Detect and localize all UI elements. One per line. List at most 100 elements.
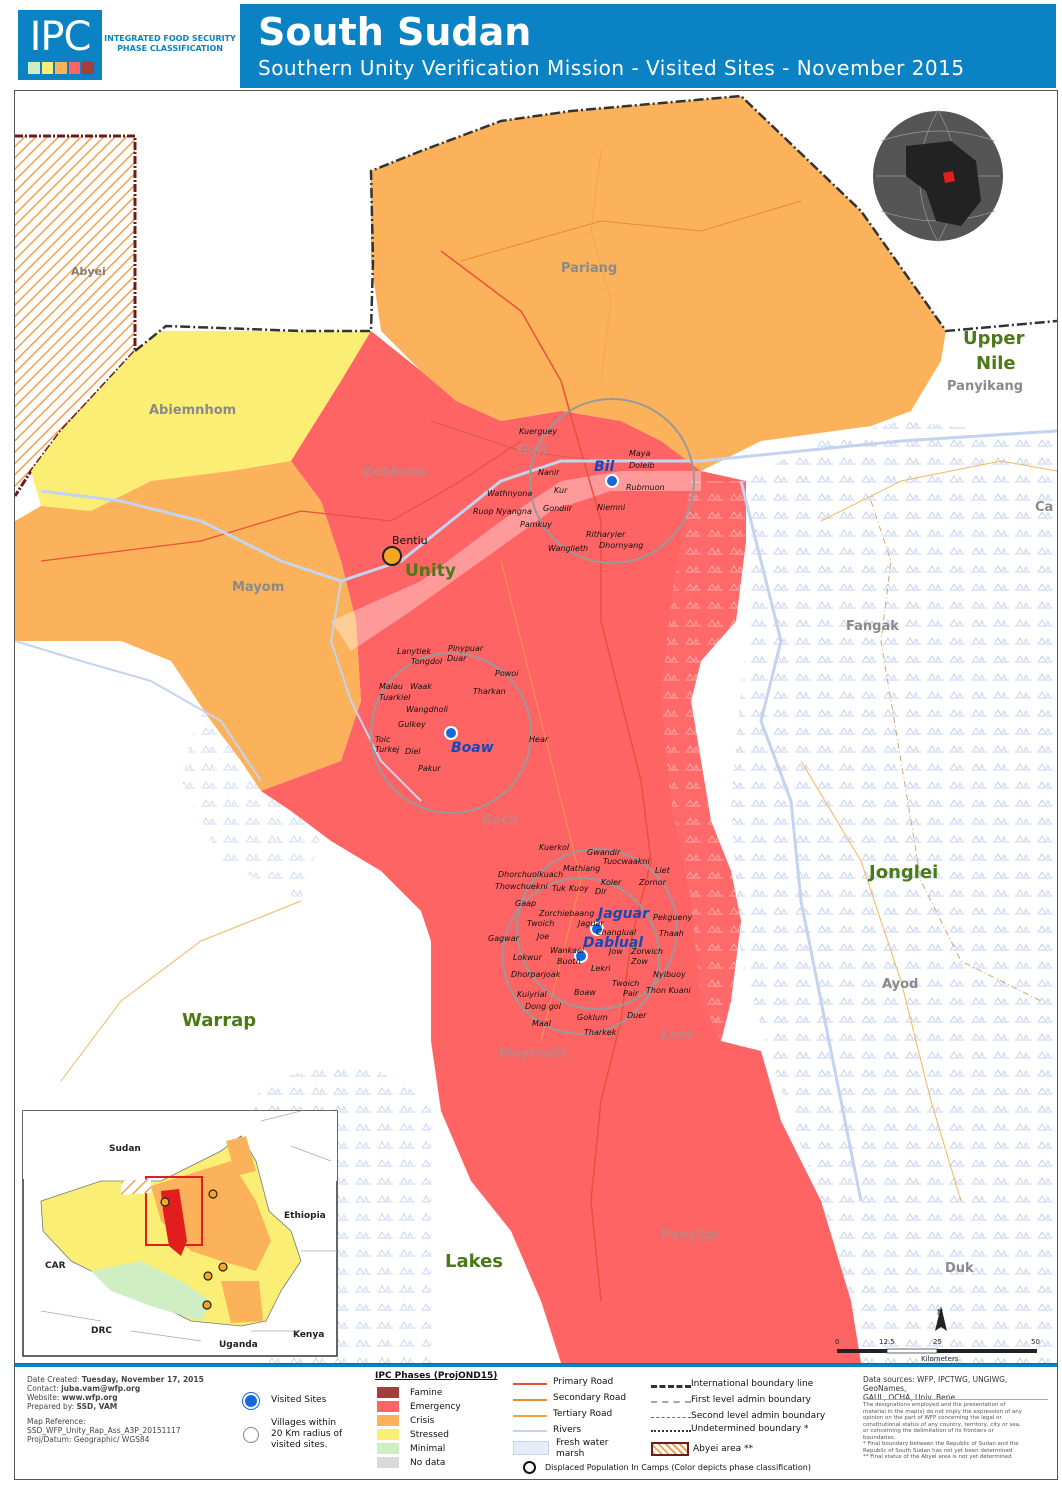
legend-second-admin-line (651, 1417, 691, 1418)
legend-abyei-swatch (651, 1442, 689, 1456)
village-label: Duar (447, 654, 467, 663)
legend-disclaimer: The designations employed and the presen… (863, 1402, 1053, 1461)
county-pariang (371, 96, 946, 471)
label-upper-nile-1: Upper (963, 328, 1025, 349)
village-label: Maya (629, 449, 651, 458)
village-label: Niemni (597, 503, 626, 512)
radius-jaguar (516, 848, 678, 1010)
visited-site-bil[interactable] (605, 474, 619, 488)
ipc-subtitle-line2: PHASE CLASSIFICATION (117, 44, 223, 53)
inset-label-ethiopia: Ethiopia (284, 1211, 326, 1221)
international-boundary (134, 94, 1057, 352)
village-label: Duer (627, 1011, 647, 1020)
village-label: Zow (630, 957, 648, 966)
label-site-dablual: Dablual (583, 935, 643, 951)
primary-road-west (40, 440, 522, 562)
village-label: Gwandir (587, 848, 621, 857)
legend-ipc-title: IPC Phases (ProjOND15) (375, 1371, 498, 1381)
village-label: Tharkek (584, 1028, 617, 1037)
legend-divider (863, 1399, 1048, 1400)
admin-boundary-second (430, 420, 602, 462)
footnote-line: Republic of South Sudan has not yet been… (863, 1447, 1013, 1454)
village-label: Ruop Nyangna (473, 507, 532, 516)
village-label: Thon Kuani (646, 986, 692, 995)
village-label: Dhorparjoak (511, 970, 561, 979)
inset-label-car: CAR (45, 1261, 66, 1271)
legend-swatch-famine (377, 1387, 399, 1398)
village-label: Lekri (591, 964, 611, 973)
admin-boundary-jonglei (870, 500, 1042, 1002)
date-created: Date Created: Tuesday, November 17, 2015 (27, 1375, 237, 1384)
village-label: Dong gol (525, 1002, 562, 1011)
ipc-phase-bars (28, 62, 94, 74)
label-mayendit: Mayendit (499, 1046, 567, 1061)
legend-village-radius-icon (243, 1427, 259, 1443)
legend-villages-line1: Villages within (271, 1418, 337, 1428)
ipc-subtitle-line1: INTEGRATED FOOD SECURITY (104, 34, 236, 43)
label-abyei: Abyei (71, 265, 106, 278)
visited-site-boaw[interactable] (444, 726, 458, 740)
secondary-road-3 (60, 900, 302, 1082)
label-mayom: Mayom (232, 580, 284, 595)
legend-secondary-road: Secondary Road (553, 1393, 627, 1403)
village-label: Gagwar (488, 934, 520, 943)
visited-site-jaguar[interactable] (590, 922, 604, 936)
label-koch: Koch (482, 813, 518, 828)
village-label: Gondiir (543, 504, 573, 513)
website-value[interactable]: www.wfp.org (61, 1393, 118, 1402)
label-duk: Duk (945, 1261, 974, 1276)
village-label: Wanglieth (548, 544, 588, 553)
website: Website: www.wfp.org (27, 1393, 237, 1402)
village-label: Toic (375, 735, 391, 744)
legend-swatch-emergency (377, 1401, 399, 1412)
legend-villages-line2: 20 Km radius of (271, 1429, 343, 1439)
north-arrow-label: N (937, 1308, 943, 1317)
village-label: Dhorchuolkuach (498, 870, 563, 879)
tertiary-road-1 (500, 560, 582, 1042)
contact-value[interactable]: juba.vam@wfp.org (61, 1384, 141, 1393)
label-fangak: Fangak (846, 619, 899, 634)
village-label: Koler (601, 878, 622, 887)
village-label: Thowchuekni (495, 882, 549, 891)
legend-sources: Data sources: WFP, IPCTWG, UNGIWG, GeoNa… (863, 1375, 1053, 1402)
legend-primary-road-line (513, 1383, 547, 1385)
river-marsh-band (331, 471, 701, 651)
secondary-road-2 (820, 460, 1057, 522)
label-rubkona: Rubkona (363, 465, 427, 480)
village-label: Thaah (659, 929, 684, 938)
legend-undetermined: Undetermined boundary * (691, 1424, 809, 1434)
village-label: Dir (595, 887, 607, 896)
visited-site-dablual[interactable] (574, 949, 588, 963)
legend-panel: Date Created: Tuesday, November 17, 2015… (14, 1364, 1058, 1480)
inset-label-sudan: Sudan (109, 1144, 141, 1154)
camp-bentiu[interactable] (382, 546, 402, 566)
legend-villages-line3: visited sites. (271, 1440, 328, 1450)
bar-stressed (41, 62, 54, 74)
disclaimer-line: opinion on the part of WFP concerning th… (863, 1415, 1002, 1421)
village-label: Dhornyang (599, 541, 643, 550)
legend-rivers: Rivers (553, 1425, 582, 1435)
title-band: South Sudan Southern Unity Verification … (240, 4, 1056, 88)
label-jonglei: Jonglei (867, 862, 938, 883)
river-south (329, 580, 422, 802)
village-label: Boaw (574, 988, 596, 997)
village-label: Nyibuoy (653, 970, 686, 979)
river-nile (739, 480, 863, 1202)
emergency-marsh-strip (661, 481, 746, 1041)
village-label: Liet (655, 866, 671, 875)
village-label: Rubmuon (626, 483, 665, 492)
legend-first-admin: First level admin boundary (691, 1395, 812, 1405)
village-label: Kuerguey (519, 427, 557, 436)
ipc-logo-subtitle: INTEGRATED FOOD SECURITY PHASE CLASSIFIC… (104, 34, 236, 54)
tertiary-road-2 (590, 150, 612, 382)
legend-phase-stressed: Stressed (410, 1430, 449, 1440)
legend-first-admin-line (651, 1401, 691, 1403)
village-label: Powoi (495, 669, 519, 678)
disclaimer-line: constitutional status of any country, te… (863, 1421, 1021, 1428)
legend-marsh: Fresh water marsh (556, 1438, 608, 1460)
legend-phase-famine: Famine (410, 1388, 443, 1398)
radius-bil (529, 398, 695, 564)
legend-swatch-no-data (377, 1457, 399, 1468)
secondary-road-4 (800, 760, 962, 1202)
